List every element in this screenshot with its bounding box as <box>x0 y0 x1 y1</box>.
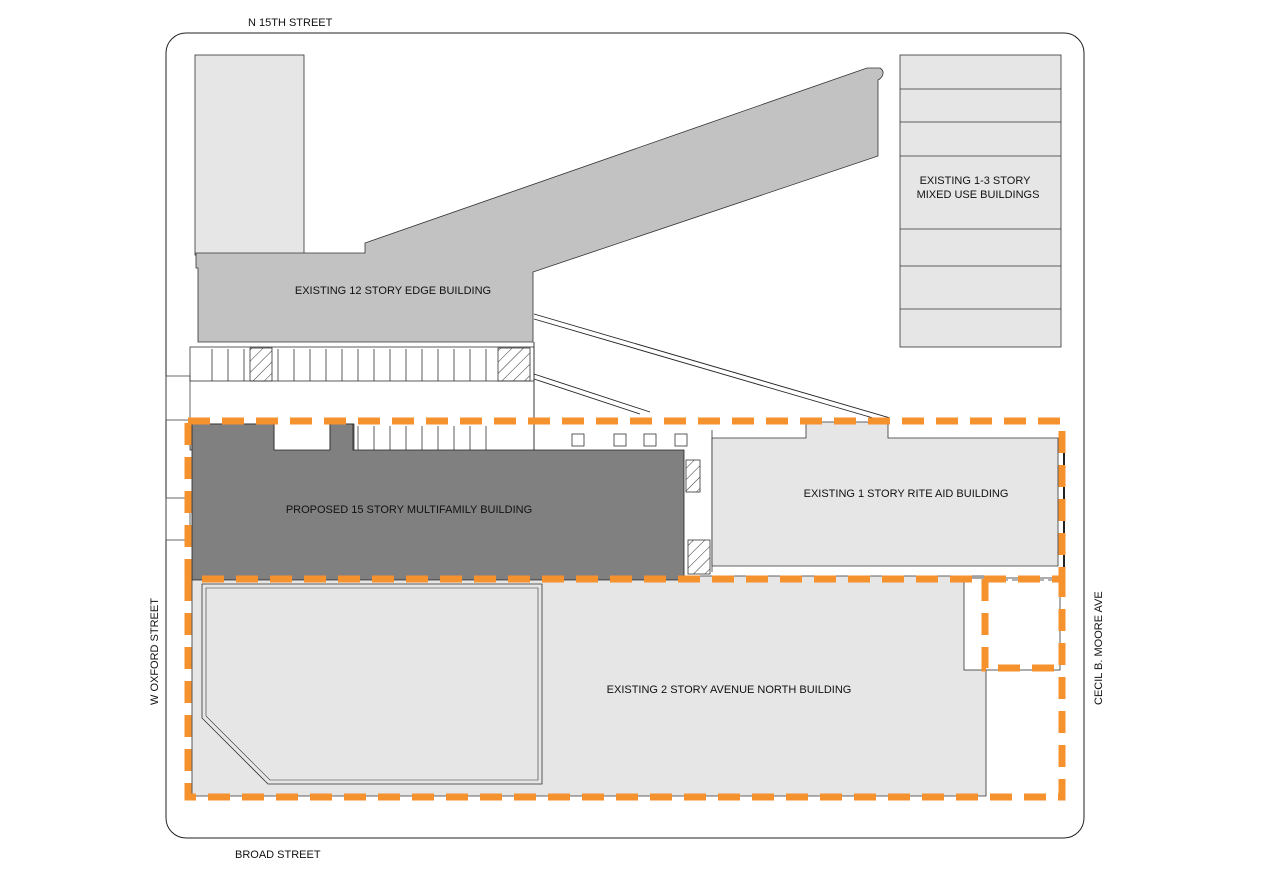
rite-aid-building-label: EXISTING 1 STORY RITE AID BUILDING <box>804 488 1009 500</box>
upper-parking-row <box>189 346 535 382</box>
street-label-north: N 15TH STREET <box>248 17 333 29</box>
edge-tower <box>194 54 305 256</box>
edge-slab <box>195 67 884 343</box>
avenue-north-building <box>191 575 1061 797</box>
rite-aid-building <box>711 421 1059 567</box>
proposed-building-label: PROPOSED 15 STORY MULTIFAMILY BUILDING <box>286 504 532 516</box>
street-label-east: CECIL B. MOORE AVE <box>1093 591 1105 705</box>
street-label-west: W OXFORD STREET <box>149 598 161 705</box>
mixed-use-label-line2: MIXED USE BUILDINGS <box>917 189 1040 201</box>
project-boundary <box>184 417 1066 801</box>
west-side-boxes <box>165 375 191 541</box>
edge-building-label: EXISTING 12 STORY EDGE BUILDING <box>295 285 491 297</box>
avenue-north-building-label: EXISTING 2 STORY AVENUE NORTH BUILDING <box>607 684 852 696</box>
edge-building <box>194 54 884 343</box>
mixed-use-label-line1: EXISTING 1-3 STORY <box>920 175 1032 187</box>
block-outline <box>165 32 1085 839</box>
mixed-use-buildings <box>899 54 1062 348</box>
street-label-south: BROAD STREET <box>235 849 321 861</box>
